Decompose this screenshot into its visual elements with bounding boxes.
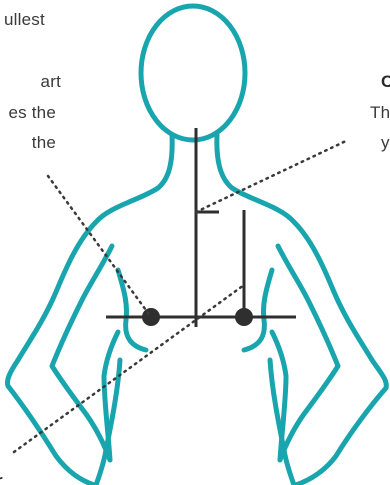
neck-right-outline — [217, 135, 372, 360]
neck-left-outline — [18, 135, 172, 360]
left-breast-outline — [118, 270, 146, 350]
label-right-heading: C — [381, 70, 390, 93]
label-right-line1: Th — [370, 101, 390, 124]
label-left-line1: art — [41, 70, 61, 93]
label-left-line3: the — [32, 131, 56, 154]
head-outline — [141, 6, 245, 140]
label-right-line2: y — [381, 131, 390, 154]
label-left-line2: es the — [8, 101, 56, 124]
label-bottom-left: r — [0, 469, 3, 485]
left-arm-outline — [7, 360, 94, 485]
right-bust-point — [235, 308, 253, 326]
label-top-left: ullest — [4, 8, 45, 31]
right-arm-outline — [296, 360, 386, 485]
